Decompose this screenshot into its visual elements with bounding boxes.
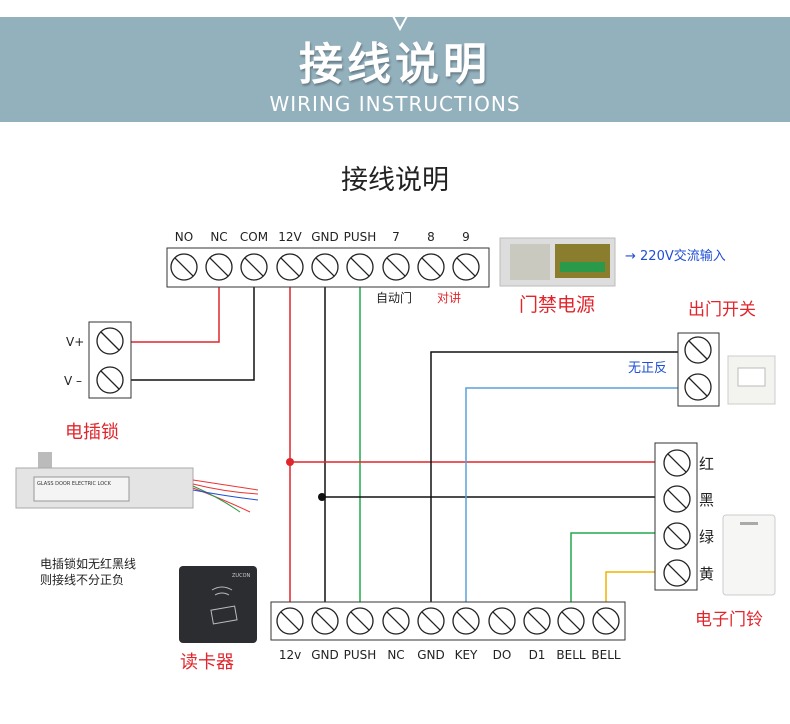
- terminal-screw: [523, 607, 551, 635]
- bell-terminal-block: [654, 442, 698, 591]
- terminal-screw: [488, 607, 516, 635]
- terminal-screw: [663, 559, 691, 587]
- header-subtitle: WIRING INSTRUCTIONS: [269, 92, 521, 116]
- terminal-screw: [170, 253, 198, 281]
- doorbell-image: [722, 514, 776, 596]
- note-intercom: 对讲: [437, 290, 461, 305]
- note-auto-door: 自动门: [376, 290, 412, 305]
- lock-terminal-block: [88, 321, 132, 399]
- exit-switch-image: [727, 355, 776, 405]
- lock-label: 电插锁: [65, 422, 119, 443]
- terminal-screw: [382, 253, 410, 281]
- bottom-terminal-label: DO: [493, 648, 512, 662]
- bottom-terminal-label: 12v: [279, 648, 301, 662]
- top-terminal-label: 12V: [278, 230, 302, 244]
- top-terminal-label: 8: [427, 230, 435, 244]
- terminal-screw: [663, 485, 691, 513]
- wire-com: [131, 287, 255, 381]
- terminal-screw: [557, 607, 585, 635]
- wire-bell-green: [570, 532, 662, 608]
- power-label: 门禁电源: [519, 294, 595, 316]
- top-terminal-label: NO: [175, 230, 193, 244]
- terminal-screw: [417, 607, 445, 635]
- terminal-screw: [663, 522, 691, 550]
- terminal-screw: [276, 253, 304, 281]
- terminal-screw: [346, 253, 374, 281]
- terminal-screw: [663, 449, 691, 477]
- top-terminal-label: 9: [462, 230, 470, 244]
- doorbell-label: 电子门铃: [695, 610, 763, 630]
- terminal-screw: [382, 607, 410, 635]
- bottom-terminal-label: GND: [311, 648, 339, 662]
- top-terminal-label: 7: [392, 230, 400, 244]
- terminal-screw: [311, 253, 339, 281]
- junction-dot: [318, 493, 326, 501]
- reader-brand: ZUCON: [232, 573, 251, 579]
- bottom-terminal-label: D1: [529, 648, 546, 662]
- terminal-screw: [240, 253, 268, 281]
- terminal-screw: [452, 253, 480, 281]
- terminal-screw: [592, 607, 620, 635]
- card-reader-image: ZUCON: [179, 566, 257, 643]
- header-title: 接线说明: [299, 39, 491, 90]
- wire-color-yellow: 黄: [699, 565, 714, 583]
- lock-note-2: 则接线不分正负: [40, 572, 124, 587]
- terminal-screw: [205, 253, 233, 281]
- wire-exit-gnd: [430, 351, 684, 608]
- power-input-label: → 220V交流输入: [625, 248, 726, 264]
- bottom-terminal-label: GND: [417, 648, 445, 662]
- bottom-terminal-label: PUSH: [344, 648, 377, 662]
- reader-label: 读卡器: [180, 652, 234, 673]
- top-terminal-label: COM: [240, 230, 268, 244]
- electric-lock-image: GLASS DOOR ELECTRIC LOCK: [15, 452, 259, 513]
- terminal-screw: [311, 607, 339, 635]
- header-band: [0, 17, 790, 122]
- power-supply-image: [499, 237, 616, 287]
- header-triangle-icon: [390, 13, 410, 32]
- lock-vplus-label: V+: [66, 335, 84, 349]
- wire-color-red: 红: [699, 455, 714, 473]
- lock-product-text: GLASS DOOR ELECTRIC LOCK: [37, 481, 112, 487]
- bottom-terminal-label: KEY: [455, 648, 478, 662]
- bottom-terminal-label: BELL: [591, 648, 621, 662]
- wire-color-green: 绿: [699, 528, 714, 546]
- top-terminal-label: GND: [311, 230, 339, 244]
- lock-vminus-label: V –: [64, 374, 82, 388]
- top-terminal-label: PUSH: [344, 230, 377, 244]
- top-terminal-label: NC: [210, 230, 227, 244]
- lock-note-1: 电插锁如无红黑线: [40, 556, 136, 571]
- terminal-screw: [452, 607, 480, 635]
- terminal-screw: [346, 607, 374, 635]
- diagram-title: 接线说明: [341, 165, 449, 196]
- wire-color-black: 黑: [699, 491, 714, 509]
- exit-switch-note: 无正反: [628, 361, 667, 376]
- bottom-terminal-label: NC: [387, 648, 404, 662]
- wire-exit-key: [465, 387, 684, 608]
- terminal-screw: [417, 253, 445, 281]
- terminal-screw: [276, 607, 304, 635]
- wire-nc: [131, 287, 220, 343]
- junction-dot: [286, 458, 294, 466]
- bottom-terminal-block: 12v GND PUSH NC GND KEY DO D1 BELL BELL: [270, 601, 626, 662]
- bottom-terminal-label: BELL: [556, 648, 586, 662]
- wire-bell-yellow: [605, 571, 662, 608]
- exit-switch-label: 出门开关: [688, 300, 756, 320]
- exit-switch-terminal: [677, 332, 720, 407]
- top-terminal-block: NO NC COM 12V GND PUSH 7 8 9: [166, 230, 490, 288]
